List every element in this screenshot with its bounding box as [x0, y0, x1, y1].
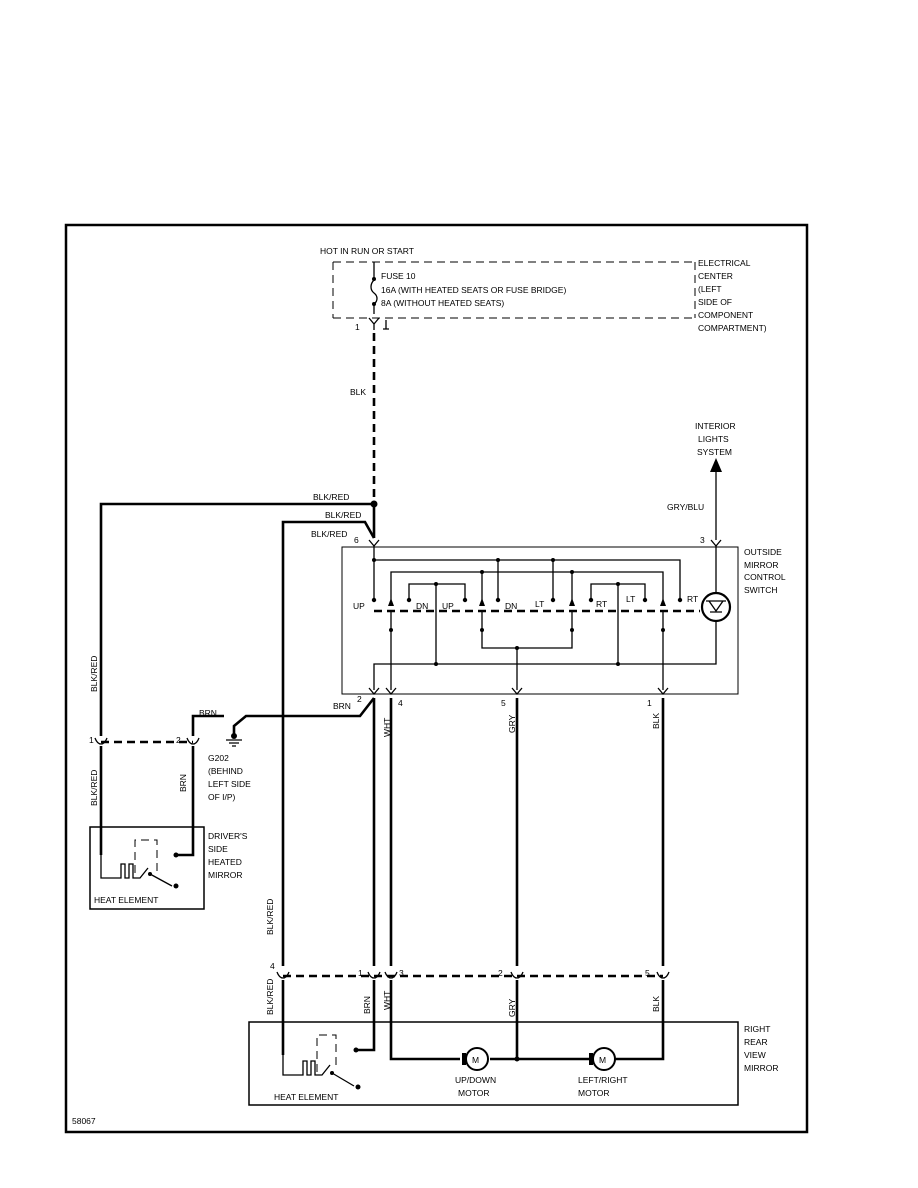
svg-text:2: 2	[176, 735, 181, 745]
fuse-rating-1: 16A (WITH HEATED SEATS OR FUSE BRIDGE)	[381, 285, 566, 295]
wire-label-blk-red-2: BLK/RED	[325, 510, 361, 520]
fuse-name: FUSE 10	[381, 271, 416, 281]
svg-text:LT: LT	[535, 599, 544, 609]
svg-text:UP: UP	[353, 601, 365, 611]
svg-text:LIGHTS: LIGHTS	[698, 434, 729, 444]
wire-label-blk-red-v2: BLK/RED	[265, 899, 275, 935]
svg-text:GRY: GRY	[507, 714, 517, 733]
svg-text:GRY: GRY	[507, 998, 517, 1017]
wire-label-blk-red-3: BLK/RED	[311, 529, 347, 539]
electrical-center: HOT IN RUN OR START FUSE 10 16A (WITH HE…	[320, 246, 767, 333]
switch-pin-3: 3	[700, 535, 705, 545]
wire-label-gry-blu: GRY/BLU	[667, 502, 704, 512]
motor-leftright-symbol: M	[599, 1055, 606, 1065]
svg-text:BRN: BRN	[362, 996, 372, 1014]
switch-name-3: SWITCH	[744, 585, 778, 595]
svg-text:SYSTEM: SYSTEM	[697, 447, 732, 457]
svg-text:LT: LT	[626, 594, 635, 604]
ec-label-4: COMPONENT	[698, 310, 753, 320]
svg-text:VIEW: VIEW	[744, 1050, 766, 1060]
svg-text:MIRROR: MIRROR	[744, 1063, 778, 1073]
switch-name-2: CONTROL	[744, 572, 786, 582]
svg-text:3: 3	[399, 968, 404, 978]
wire-label-blk-red-1: BLK/RED	[313, 492, 349, 502]
switch-pin-4: 4	[398, 698, 403, 708]
svg-text:DN: DN	[416, 601, 428, 611]
svg-text:RT: RT	[687, 594, 698, 604]
svg-text:4: 4	[270, 961, 275, 971]
svg-text:BLK/RED: BLK/RED	[265, 979, 275, 1015]
wire-blk-red-driver	[99, 502, 374, 736]
switch-pin-6: 6	[354, 535, 359, 545]
driver-heated-mirror: HEAT ELEMENT DRIVER'S SIDE HEATED MIRROR	[89, 826, 248, 910]
switch-name-1: MIRROR	[744, 560, 778, 570]
svg-text:BLK/RED: BLK/RED	[89, 770, 99, 806]
power-header: HOT IN RUN OR START	[320, 246, 414, 256]
svg-text:UP: UP	[442, 601, 454, 611]
mirror-control-switch: 6 3 OUTSIDE MIRROR CONTROL SWITCH	[341, 535, 786, 708]
svg-text:HEATED: HEATED	[208, 857, 242, 867]
svg-text:WHT: WHT	[382, 991, 392, 1010]
driver-connector: 1 2 BLK/RED BRN	[89, 735, 200, 857]
svg-text:INTERIOR: INTERIOR	[695, 421, 736, 431]
switch-pin-5: 5	[501, 698, 506, 708]
svg-text:WHT: WHT	[382, 718, 392, 737]
ec-label-1: CENTER	[698, 271, 733, 281]
svg-text:5: 5	[645, 968, 650, 978]
svg-text:DN: DN	[505, 601, 517, 611]
wire-label-blk-red-v1: BLK/RED	[89, 656, 99, 692]
svg-text:BRN: BRN	[333, 701, 351, 711]
fuse-rating-2: 8A (WITHOUT HEATED SEATS)	[381, 298, 504, 308]
svg-text:BLK: BLK	[651, 713, 661, 729]
svg-text:(BEHIND: (BEHIND	[208, 766, 243, 776]
ec-label-0: ELECTRICAL	[698, 258, 751, 268]
wire-label-blk: BLK	[350, 387, 366, 397]
switch-pin-2: 2	[357, 694, 362, 704]
power-pin: 1	[355, 322, 360, 332]
ground-circuit: BRN BRN G202 (BEHIND LEFT SIDE OF I/P)	[191, 697, 376, 802]
svg-text:RT: RT	[596, 599, 607, 609]
svg-text:1: 1	[358, 968, 363, 978]
svg-text:DRIVER'S: DRIVER'S	[208, 831, 248, 841]
svg-text:1: 1	[89, 735, 94, 745]
svg-text:MIRROR: MIRROR	[208, 870, 242, 880]
svg-text:BRN: BRN	[199, 708, 217, 718]
switch-pin-1: 1	[647, 698, 652, 708]
svg-text:MOTOR: MOTOR	[458, 1088, 489, 1098]
svg-text:BRN: BRN	[178, 774, 188, 792]
svg-text:UP/DOWN: UP/DOWN	[455, 1075, 496, 1085]
svg-text:2: 2	[498, 968, 503, 978]
rear-heat-element: HEAT ELEMENT	[274, 1092, 338, 1102]
svg-text:MOTOR: MOTOR	[578, 1088, 609, 1098]
rear-view-mirror: HEAT ELEMENT M M UP/DOWN MOTOR LEFT/RIGH…	[248, 1021, 778, 1106]
motor-updown-symbol: M	[472, 1055, 479, 1065]
svg-text:LEFT SIDE: LEFT SIDE	[208, 779, 251, 789]
ec-label-5: COMPARTMENT)	[698, 323, 767, 333]
rear-connector: 4 1 3 2 5 BLK/RED BRN WHT GRY BLK	[265, 961, 670, 1061]
svg-text:REAR: REAR	[744, 1037, 768, 1047]
switch-box	[341, 546, 739, 695]
ground-name: G202	[208, 753, 229, 763]
ec-label-3: SIDE OF	[698, 297, 732, 307]
ec-label-2: (LEFT	[698, 284, 722, 294]
interior-lights: INTERIOR LIGHTS SYSTEM GRY/BLU	[667, 421, 736, 540]
svg-text:SIDE: SIDE	[208, 844, 228, 854]
driver-heat-element: HEAT ELEMENT	[94, 895, 158, 905]
diagram-id: 58067	[72, 1116, 96, 1126]
diagram-frame	[64, 223, 809, 1134]
svg-text:RIGHT: RIGHT	[744, 1024, 770, 1034]
switch-name-0: OUTSIDE	[744, 547, 782, 557]
wire-blk-red-rear	[281, 520, 376, 966]
svg-text:OF I/P): OF I/P)	[208, 792, 236, 802]
svg-text:BLK: BLK	[651, 996, 661, 1012]
svg-text:LEFT/RIGHT: LEFT/RIGHT	[578, 1075, 628, 1085]
